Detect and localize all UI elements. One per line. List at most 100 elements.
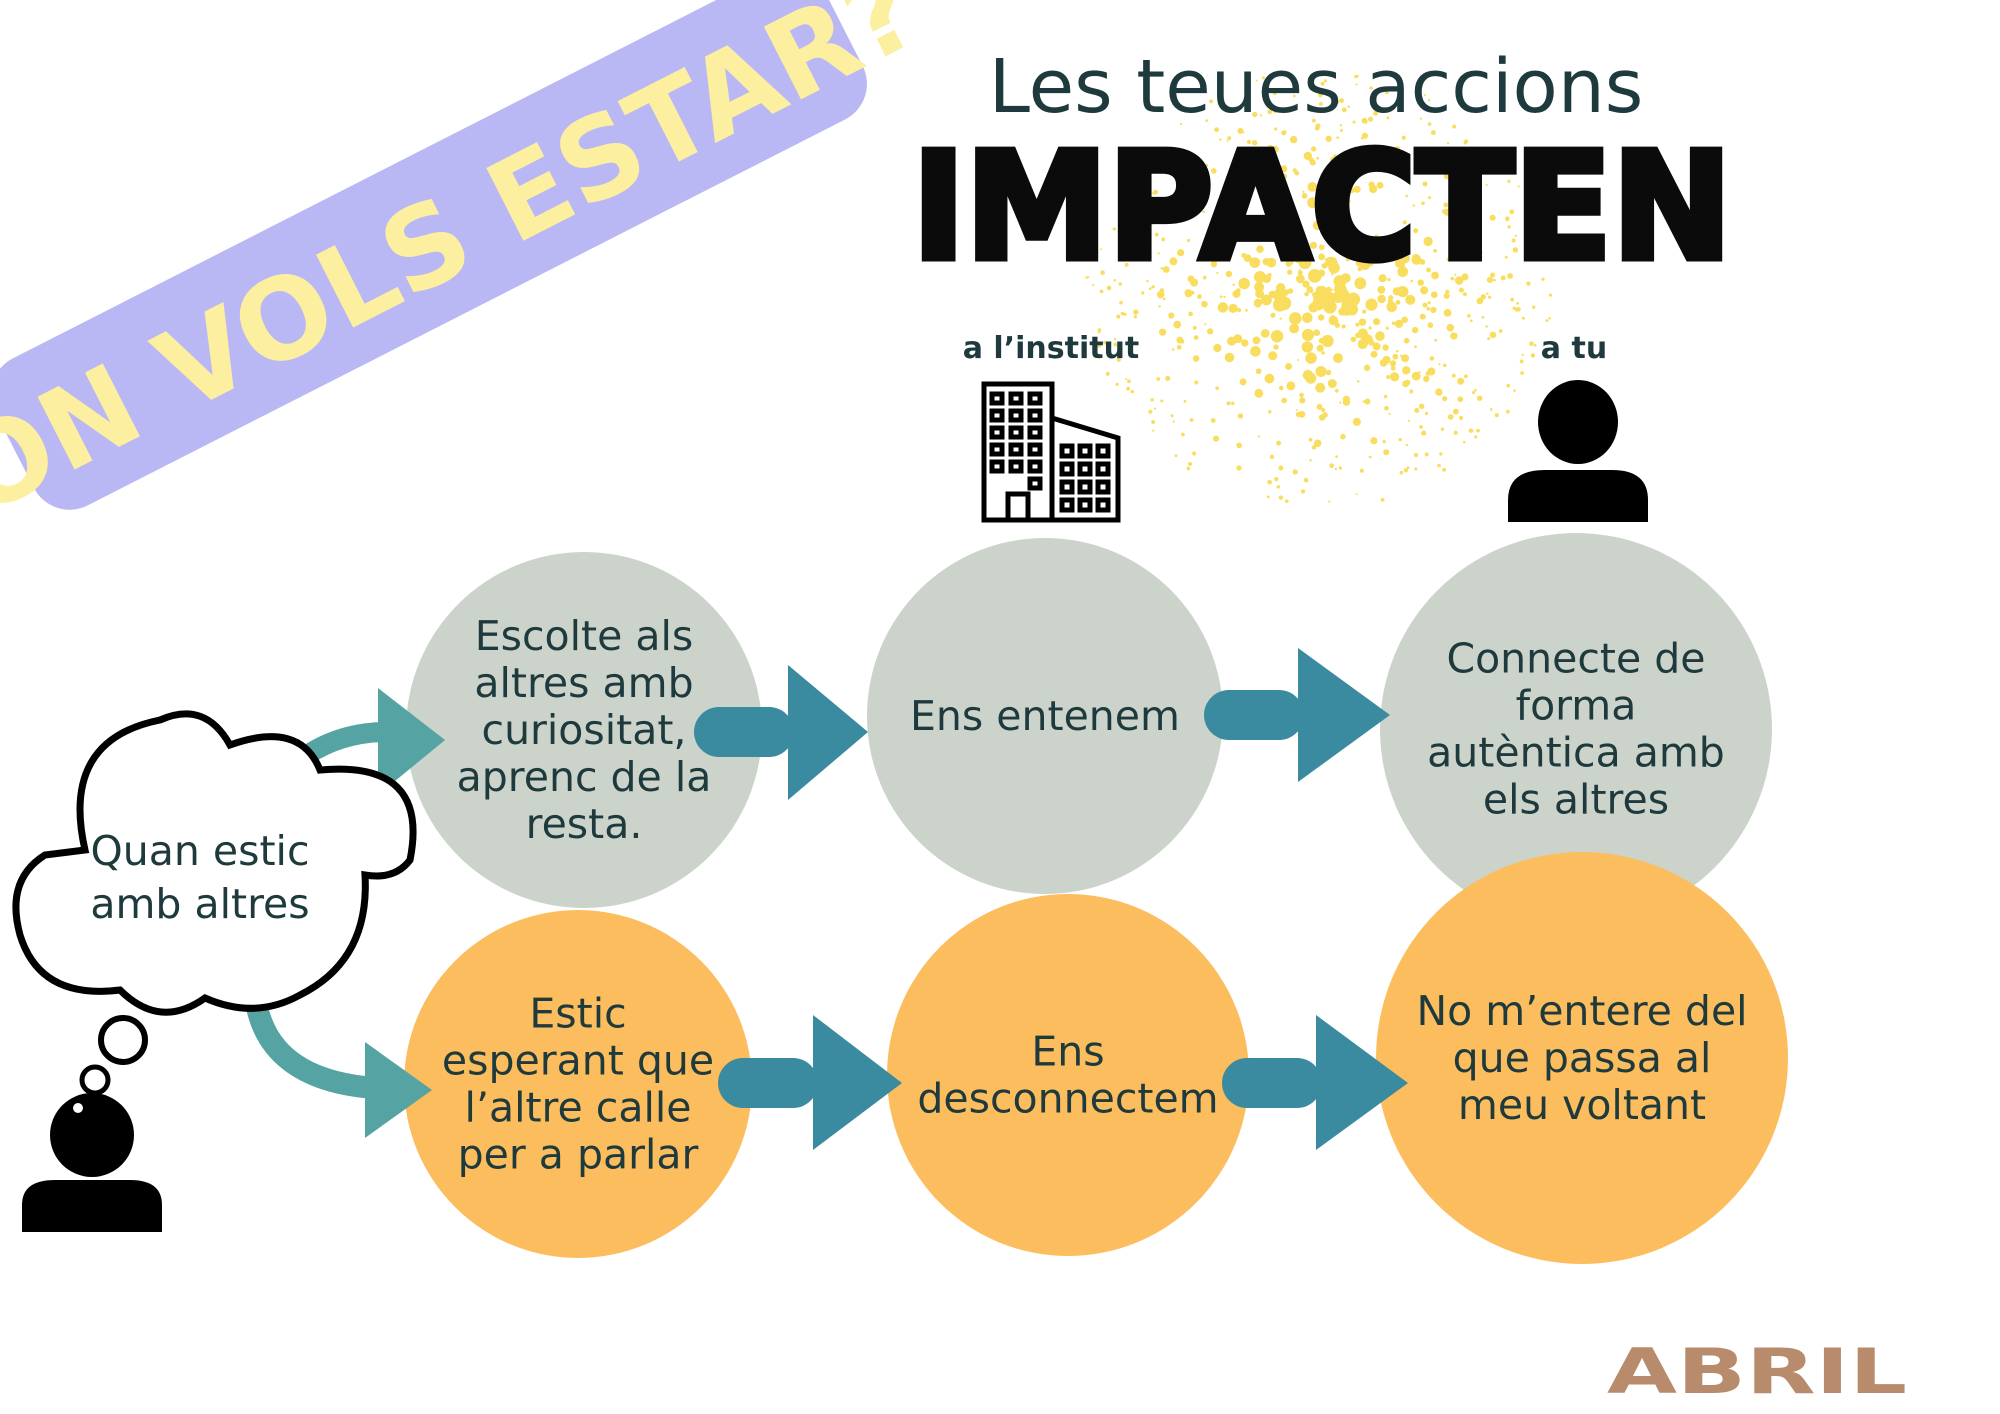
splatter-dot (1486, 276, 1494, 283)
splatter-dot (1165, 375, 1171, 381)
splatter-dot (1184, 289, 1191, 296)
splatter-dot (1417, 279, 1424, 286)
splatter-dot (1157, 252, 1160, 255)
splatter-dot (1529, 341, 1534, 346)
splatter-dot (1373, 106, 1379, 111)
splatter-dot (1188, 187, 1193, 193)
splatter-dot (1393, 146, 1401, 154)
splatter-dot (1296, 253, 1307, 264)
splatter-dot (1162, 297, 1166, 301)
splatter-dot (1407, 419, 1410, 422)
splatter-dot (1327, 170, 1334, 177)
splatter-dot (1352, 120, 1356, 124)
splatter-dot (1246, 139, 1252, 145)
splatter-dot (1177, 249, 1185, 257)
splatter-dot (1207, 328, 1214, 335)
splatter-dot (1297, 270, 1303, 276)
circle-disconnect-text-line: desconnectem (917, 1075, 1218, 1123)
splatter-dot (1485, 183, 1488, 187)
splatter-dot (1411, 326, 1419, 334)
splatter-dot (1260, 294, 1272, 306)
splatter-dot (1362, 400, 1366, 403)
splatter-dot (1325, 194, 1331, 200)
splatter-dot (1287, 288, 1294, 294)
splatter-dot (1368, 339, 1375, 346)
splatter-dot (1326, 223, 1339, 236)
splatter-dot (1085, 276, 1089, 279)
splatter-dot (1100, 270, 1105, 275)
splatter-dot (1325, 135, 1332, 142)
splatter-dot (1288, 213, 1296, 222)
splatter-dot (1106, 285, 1112, 291)
splatter-dot (1272, 91, 1277, 96)
splatter-dot (1270, 312, 1276, 318)
splatter-dot (1467, 314, 1471, 318)
splatter-dot (1431, 271, 1439, 280)
splatter-dot (1127, 379, 1131, 384)
splatter-dot (1412, 204, 1416, 207)
splatter-dot (1152, 191, 1156, 195)
splatter-dot (1189, 418, 1194, 422)
splatter-dot (1210, 418, 1216, 423)
splatter-dot (1105, 371, 1110, 376)
splatter-dot (1532, 305, 1536, 309)
splatter-dot (1204, 194, 1207, 197)
splatter-dot (1419, 117, 1423, 120)
thought-cloud: Quan estic amb altres (12, 710, 417, 1096)
splatter-dot (1433, 248, 1438, 253)
splatter-dot (1312, 220, 1323, 231)
splatter-dot (1187, 275, 1195, 283)
circle-waiting-text-line: esperant que (442, 1037, 714, 1085)
splatter-dot (1429, 356, 1435, 361)
splatter-dot (1493, 278, 1496, 282)
circle-unaware (1376, 852, 1788, 1264)
splatter-dot (1183, 399, 1187, 403)
splatter-dot (1264, 373, 1275, 384)
splatter-dot (1471, 218, 1479, 226)
splatter-dot (1120, 200, 1123, 203)
splatter-dot (1458, 287, 1464, 293)
splatter-dot (1311, 446, 1315, 450)
splatter-dot (1274, 205, 1284, 215)
splatter-dot (1413, 453, 1419, 458)
splatter-dot (1281, 397, 1288, 404)
splatter-dot (1365, 298, 1378, 311)
splatter-dot (1416, 89, 1420, 94)
splatter-dot (1266, 495, 1270, 499)
splatter-dot (1418, 371, 1421, 374)
splatter-dot (1174, 454, 1178, 458)
splatter-dot (1309, 304, 1313, 308)
circle-disconnect-text-line: Ens (1031, 1028, 1104, 1076)
splatter-dot (1186, 466, 1191, 471)
splatter-dot (1454, 276, 1464, 285)
splatter-dot (1228, 303, 1238, 314)
splatter-dot (1316, 156, 1320, 160)
splatter-dot (1250, 346, 1261, 357)
splatter-dot (1097, 357, 1101, 360)
splatter-dot (1212, 435, 1220, 442)
splatter-dot (1278, 465, 1284, 471)
splatter-dot (1394, 319, 1404, 328)
splatter-dot (1129, 250, 1134, 255)
splatter-dot (1511, 238, 1516, 243)
splatter-dot (1528, 202, 1532, 206)
splatter-dot (1302, 190, 1305, 193)
splatter-dot (1332, 353, 1343, 364)
splatter-dot (1410, 279, 1414, 283)
splatter-dot (1489, 331, 1497, 339)
splatter-dot (1443, 292, 1450, 299)
splatter-dot (1211, 229, 1221, 239)
splatter-dot (1287, 269, 1293, 275)
splatter-dot (1524, 237, 1528, 242)
splatter-dot (1548, 317, 1551, 320)
yellow-splatter-decoration (1085, 74, 1553, 504)
splatter-dot (1320, 291, 1323, 295)
splatter-dot (1422, 302, 1428, 308)
splatter-dot (1179, 123, 1183, 126)
splatter-dot (1116, 357, 1121, 362)
splatter-dot (1217, 302, 1229, 313)
thinking-person-icon (22, 1093, 162, 1232)
splatter-dot (1226, 216, 1230, 220)
splatter-dot (1458, 415, 1464, 421)
splatter-dot (1235, 171, 1244, 180)
